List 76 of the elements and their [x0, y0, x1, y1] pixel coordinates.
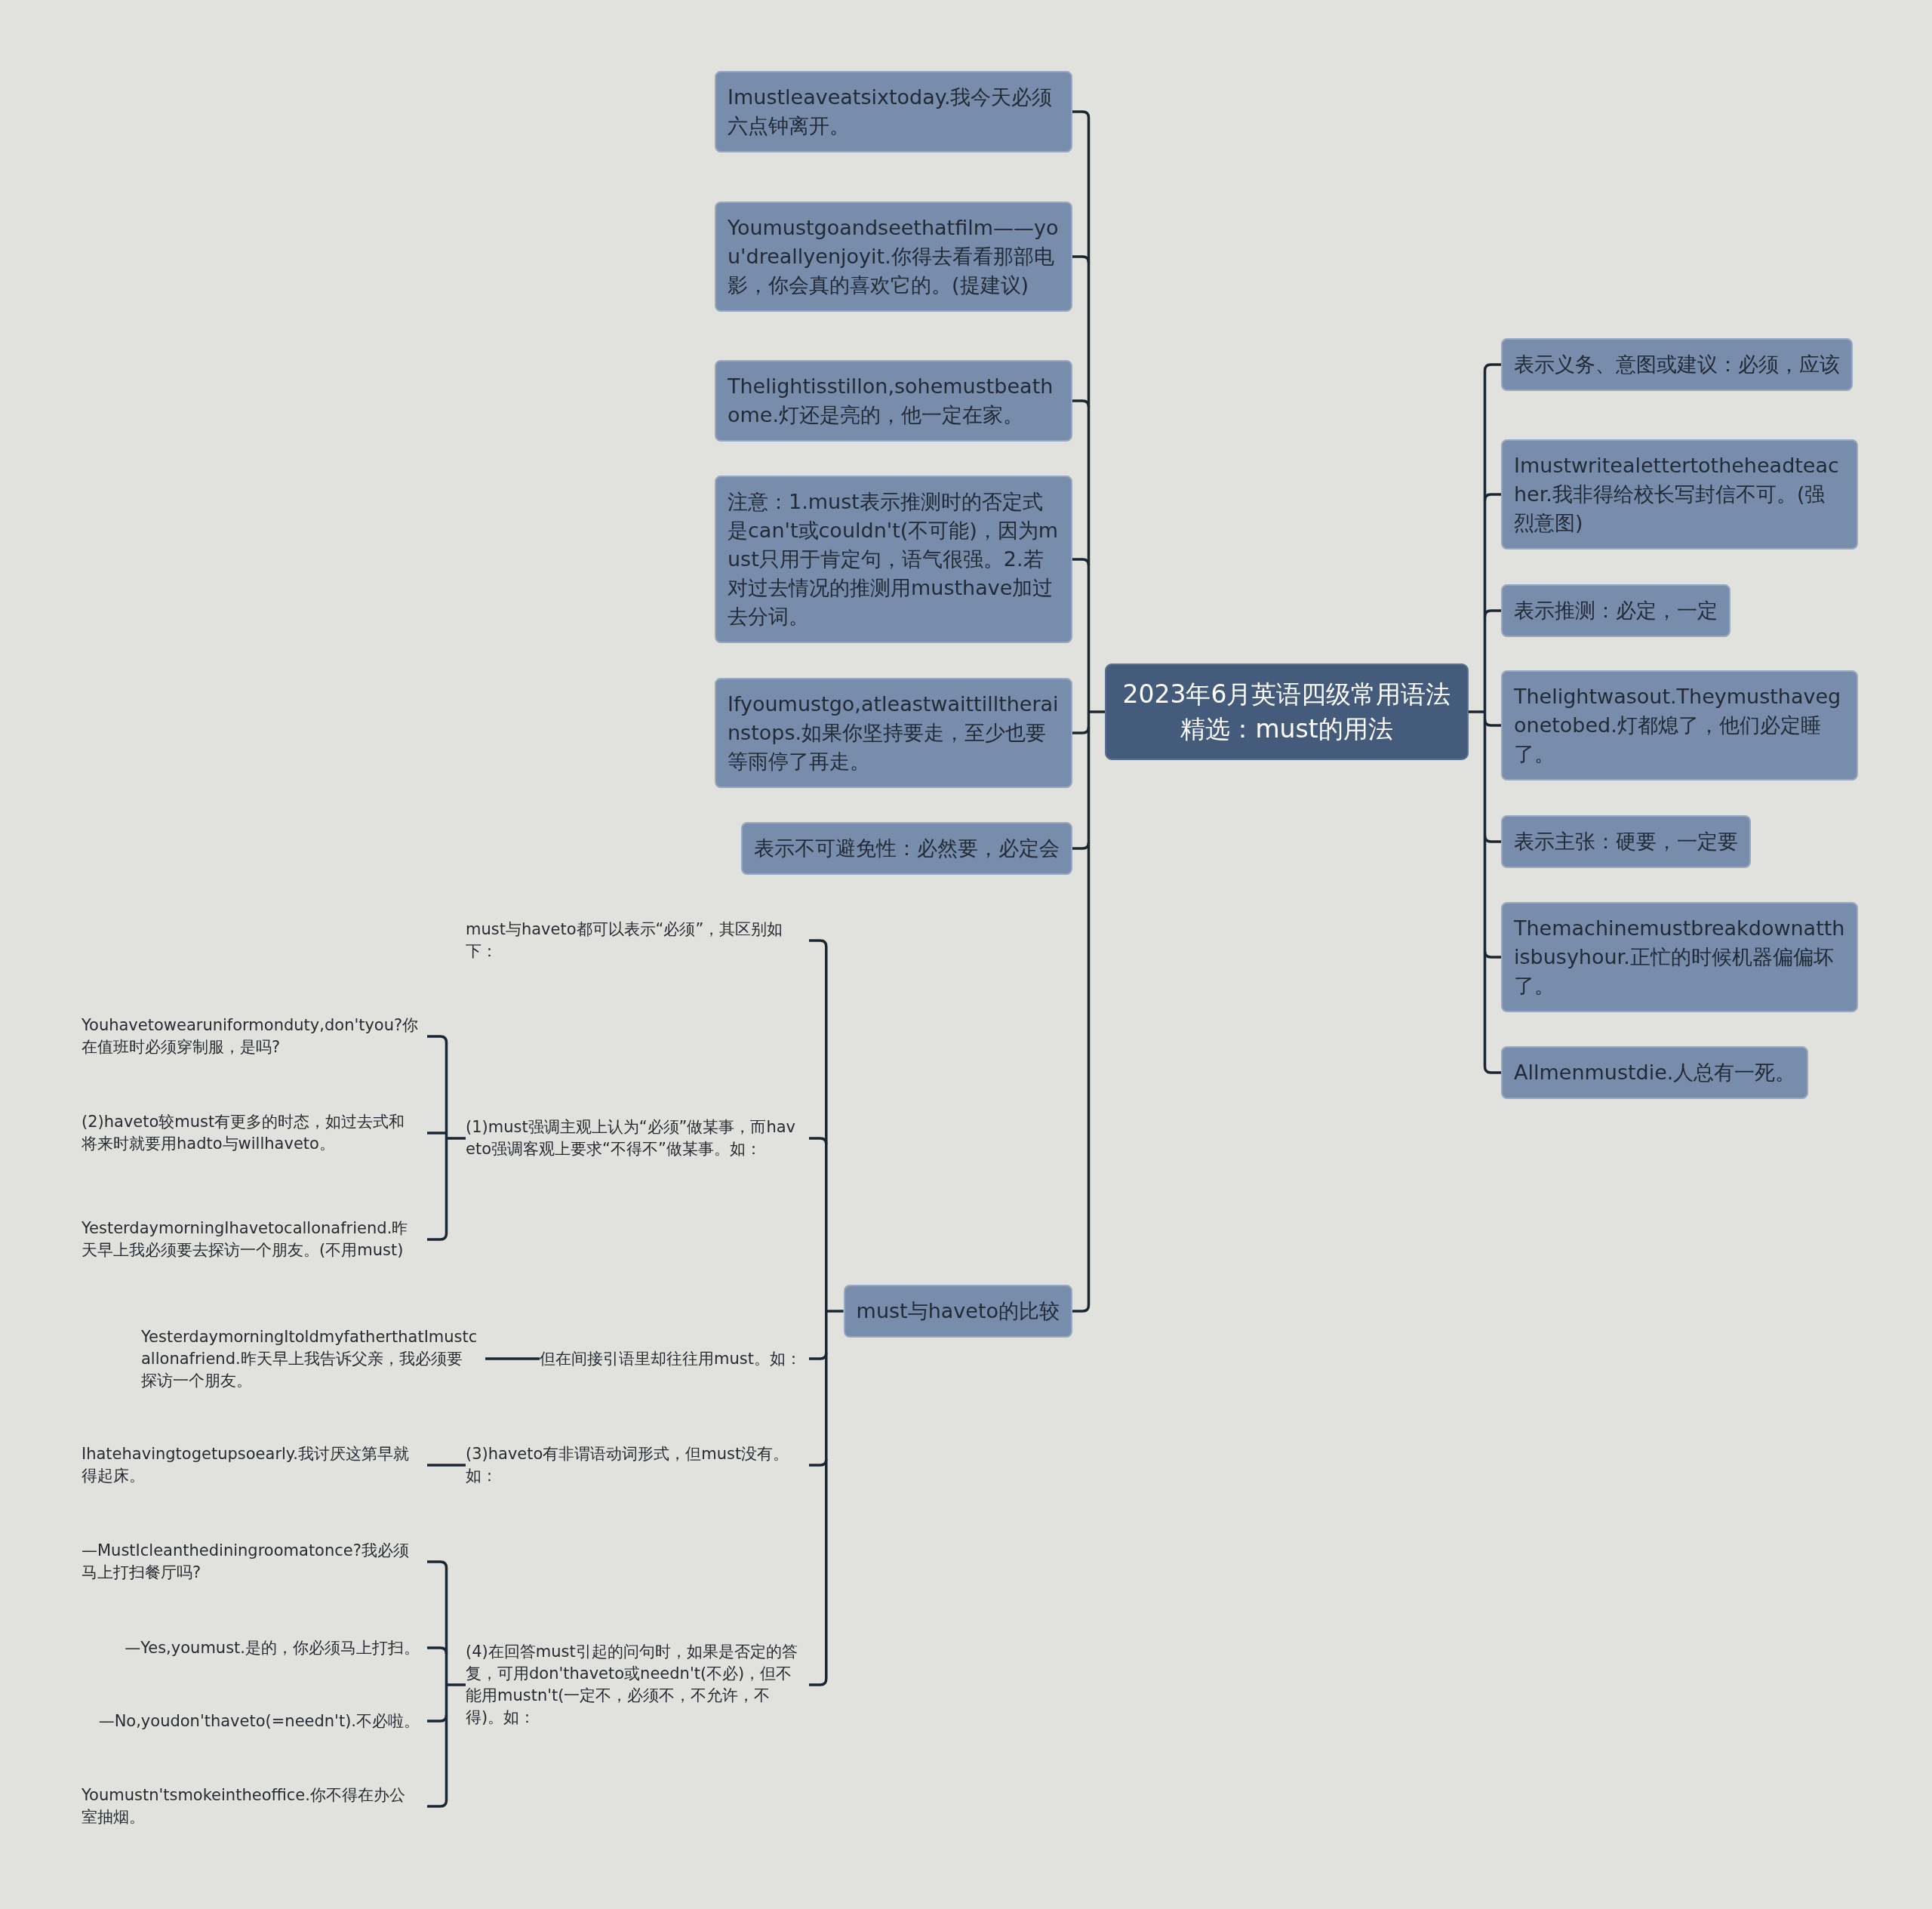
connector-line	[1483, 719, 1501, 727]
connector-line	[1483, 609, 1501, 617]
connector-line	[1483, 835, 1501, 843]
connector-line	[1483, 363, 1501, 371]
connector-line	[809, 1352, 828, 1360]
topic-box	[1501, 902, 1858, 1012]
connector-line	[1483, 1066, 1501, 1074]
topic-box	[715, 360, 1072, 442]
connector-line	[427, 1464, 466, 1467]
topic-text: 表示推测：必定，一定	[1514, 598, 1718, 624]
topic-text: Thelightwasout.Theymusthavegonetobed.灯都熄了，他们必定睡了。	[1514, 684, 1842, 767]
topic-text: Ifyoumustgo,atleastwaittilltherainstops.如果你坚持要走，至少也要等雨停了再走。	[728, 691, 1060, 774]
connector-line	[427, 1646, 448, 1655]
connector-line	[427, 1714, 448, 1723]
connector-line	[1072, 842, 1091, 850]
topic-text: Imustleaveatsixtoday.我今天必须六点钟离开。	[728, 85, 1054, 139]
branch-text: 但在间接引语里却往往用must。如：	[540, 1347, 809, 1370]
connector-line	[1072, 110, 1091, 119]
connector-line	[485, 1357, 540, 1360]
connector-line	[1072, 1304, 1091, 1313]
topic-text: 表示义务、意图或建议：必须，应该	[1514, 352, 1840, 377]
connector-line	[809, 1137, 828, 1145]
topic-text: 表示不可避免性：必然要，必定会	[754, 836, 1060, 861]
branch-text: (4)在回答must引起的问句时，如果是否定的答复，可用don'thaveto或needn't(不必)，但不能用mustn't(一定不，必须不，不允许，不得)。如：	[466, 1641, 809, 1729]
branch-text: YesterdaymorningIhavetocallonafriend.昨天早上我必须要去探访一个朋友。(不用must)	[82, 1218, 427, 1261]
branch-text: —Yes,youmust.是的，你必须马上打扫。	[125, 1637, 427, 1659]
connector-line	[445, 1566, 467, 1802]
topic-box	[1501, 1046, 1809, 1099]
branch-text: (3)haveto有非谓语动词形式，但must没有。如：	[466, 1443, 809, 1487]
branch-text: (1)must强调主观上认为“必须”做某事，而haveto强调客观上要求“不得不”做某事。如：	[466, 1116, 809, 1160]
branch-text: Youhavetowearuniformonduty,don'tyou?你在值班时必须穿制服，是吗?	[82, 1015, 427, 1058]
connector-line	[1087, 116, 1106, 1307]
topic-box	[715, 202, 1072, 312]
connector-line	[1072, 558, 1091, 566]
topic-text: 表示主张：硬要，一定要	[1514, 829, 1738, 854]
connector-line	[427, 1233, 448, 1241]
connector-line	[427, 1035, 448, 1043]
topic-text: 注意：1.must表示推测时的否定式是can't或couldn't(不可能)，因为must只用于肯定句，语气很强。2.若对过去情况的推测用musthave加过去分词。	[728, 489, 1060, 630]
topic-box	[1501, 338, 1853, 391]
topic-box	[715, 476, 1072, 643]
topic-text: Themachinemustbreakdownatthisbusyhour.正忙的时候机器偏偏坏了。	[1514, 916, 1845, 999]
connector-line	[809, 1678, 828, 1686]
connector-line	[1072, 399, 1091, 408]
branch-text: YesterdaymorningItoldmyfatherthatImustcallonafriend.昨天早上我告诉父亲，我必须要探访一个朋友。	[141, 1326, 485, 1392]
topic-text: Allmenmustdie.人总有一死。	[1514, 1060, 1796, 1085]
connector-line	[809, 1458, 828, 1467]
central-topic-box	[1105, 664, 1469, 760]
branch-text: —No,youdon'thaveto(=needn't).不必啦。	[98, 1710, 427, 1732]
branch-text: (2)haveto较must有更多的时态，如过去式和将来时就要用hadto与willhaveto。	[82, 1111, 427, 1155]
connector-line	[1072, 726, 1091, 734]
topic-box	[715, 71, 1072, 152]
topic-box	[715, 678, 1072, 788]
topic-box	[1501, 439, 1858, 550]
topic-box	[741, 822, 1072, 875]
topic-text: Thelightisstillon,sohemustbeathome.灯还是亮的，他一定在家。	[728, 374, 1054, 428]
connector-line	[427, 1560, 448, 1569]
connector-line	[427, 1800, 448, 1808]
central-topic-text: 2023年6月英语四级常用语法精选：must的用法	[1121, 679, 1452, 745]
branch-text: must与haveto都可以表示“必须”，其区别如下：	[466, 919, 809, 962]
connector-line	[1483, 493, 1501, 501]
branch-text: —MustIcleanthediningroomatonce?我必须马上打扫餐厅吗?	[82, 1540, 427, 1584]
connector-line	[427, 1132, 447, 1135]
topic-text: must与haveto的比较	[856, 1298, 1060, 1324]
connector-line	[445, 1041, 467, 1235]
connector-line	[1483, 950, 1501, 959]
topic-box	[843, 1285, 1072, 1338]
topic-text: Imustwritealettertotheheadteacher.我非得给校长写封信不可。(强烈意图)	[1514, 453, 1840, 536]
topic-box	[1501, 670, 1858, 781]
topic-box	[1501, 815, 1751, 868]
branch-text: Ihatehavingtogetupsoearly.我讨厌这第早就得起床。	[82, 1443, 427, 1487]
connector-line	[1072, 255, 1091, 263]
topic-text: Youmustgoandseethatfilm——you'dreallyenjoyit.你得去看看那部电影，你会真的喜欢它的。(提建议)	[728, 215, 1060, 298]
topic-box	[1501, 584, 1730, 637]
connector-line	[809, 939, 828, 947]
connector-line	[1467, 369, 1487, 1068]
branch-text: Youmustn'tsmokeintheoffice.你不得在办公室抽烟。	[82, 1784, 427, 1828]
